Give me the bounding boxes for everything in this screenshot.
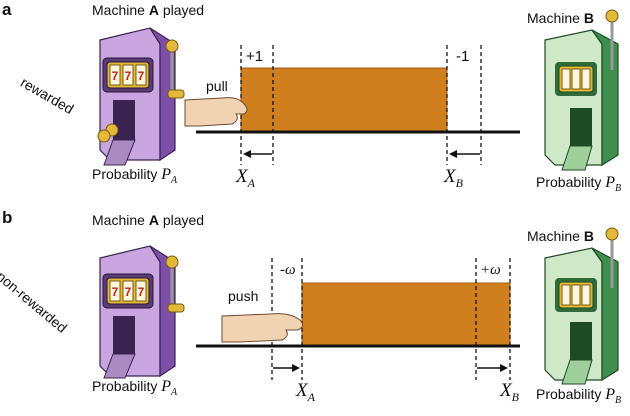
left-delta-label: -ω (280, 262, 296, 278)
probability-b-subscript: B (615, 182, 622, 194)
x-a-symbol: X (296, 380, 308, 401)
x-a-subscript: A (247, 175, 255, 190)
probability-b-label: Probability PB (536, 386, 621, 406)
action-label: push (228, 288, 259, 304)
x-b-label: XB (500, 380, 519, 405)
machine-b-letter: B (583, 228, 594, 244)
machine-a-title-suffix: played (158, 2, 205, 18)
arrow-right-icon (477, 364, 508, 372)
probability-a-word: Probability (92, 166, 158, 182)
panel-a-graphics: 7 7 7 (97, 9, 619, 171)
machine-a-title: Machine A played (92, 2, 204, 18)
machine-a-title: Machine A played (92, 212, 204, 228)
machine-a-title-prefix: Machine (92, 212, 149, 228)
arrow-left-icon (449, 150, 480, 158)
probability-b-subscript: B (615, 394, 622, 406)
slot-machine-b-icon (544, 227, 619, 385)
svg-text:7: 7 (138, 285, 145, 299)
probability-a-label: Probability PA (92, 378, 177, 398)
probability-b-label: Probability PB (536, 174, 621, 194)
hand-icon (221, 313, 304, 343)
right-delta-label: -1 (456, 48, 470, 65)
svg-text:7: 7 (125, 69, 132, 83)
probability-b-symbol: P (605, 386, 616, 403)
x-a-label: XA (296, 380, 315, 405)
arrow-left-icon (243, 150, 272, 158)
probability-a-subscript: A (171, 174, 178, 186)
machine-a-title-suffix: played (158, 212, 205, 228)
probability-a-subscript: A (171, 386, 178, 398)
probability-a-symbol: P (161, 166, 172, 183)
machine-b-title-prefix: Machine (527, 10, 584, 26)
arrow-right-icon (273, 364, 300, 372)
x-a-subscript: A (307, 389, 315, 404)
slot-machine-b-icon (544, 9, 619, 171)
machine-b-title: Machine B (527, 10, 594, 26)
svg-text:7: 7 (112, 69, 119, 83)
probability-bar (301, 282, 511, 346)
action-label: pull (206, 78, 228, 94)
machine-a-title-prefix: Machine (92, 2, 149, 18)
x-b-symbol: X (444, 166, 456, 187)
machine-a-letter: A (148, 2, 159, 18)
probability-a-symbol: P (161, 378, 172, 395)
machine-a-letter: A (148, 212, 159, 228)
probability-b-word: Probability (536, 174, 602, 190)
right-delta-label: +ω (480, 262, 501, 278)
left-delta-label: +1 (246, 48, 264, 65)
probability-bar (240, 67, 448, 132)
probability-a-word: Probability (92, 378, 158, 394)
x-b-label: XB (444, 166, 463, 191)
x-a-label: XA (236, 166, 255, 191)
svg-text:7: 7 (138, 69, 145, 83)
x-a-symbol: X (236, 166, 248, 187)
x-b-subscript: B (511, 389, 519, 404)
panel-b-graphics: 7 7 7 (99, 227, 619, 385)
machine-b-title: Machine B (527, 228, 594, 244)
slot-machine-a-icon: 7 7 7 (97, 27, 185, 166)
panel-a: 7 7 7 (2, 0, 621, 194)
slot-machine-a-icon: 7 7 7 (99, 245, 185, 379)
hand-icon (184, 97, 248, 127)
probability-b-word: Probability (536, 386, 602, 402)
panel-b: 7 7 7 b Machine A played Machi (0, 208, 630, 416)
x-b-symbol: X (500, 380, 512, 401)
machine-b-letter: B (583, 10, 594, 26)
svg-text:7: 7 (112, 285, 119, 299)
machine-b-title-prefix: Machine (527, 228, 584, 244)
probability-b-symbol: P (605, 174, 616, 191)
probability-a-label: Probability PA (92, 166, 177, 186)
panel-label: a (2, 0, 12, 19)
svg-text:7: 7 (125, 285, 132, 299)
x-b-subscript: B (455, 175, 463, 190)
panel-label: b (2, 208, 13, 227)
